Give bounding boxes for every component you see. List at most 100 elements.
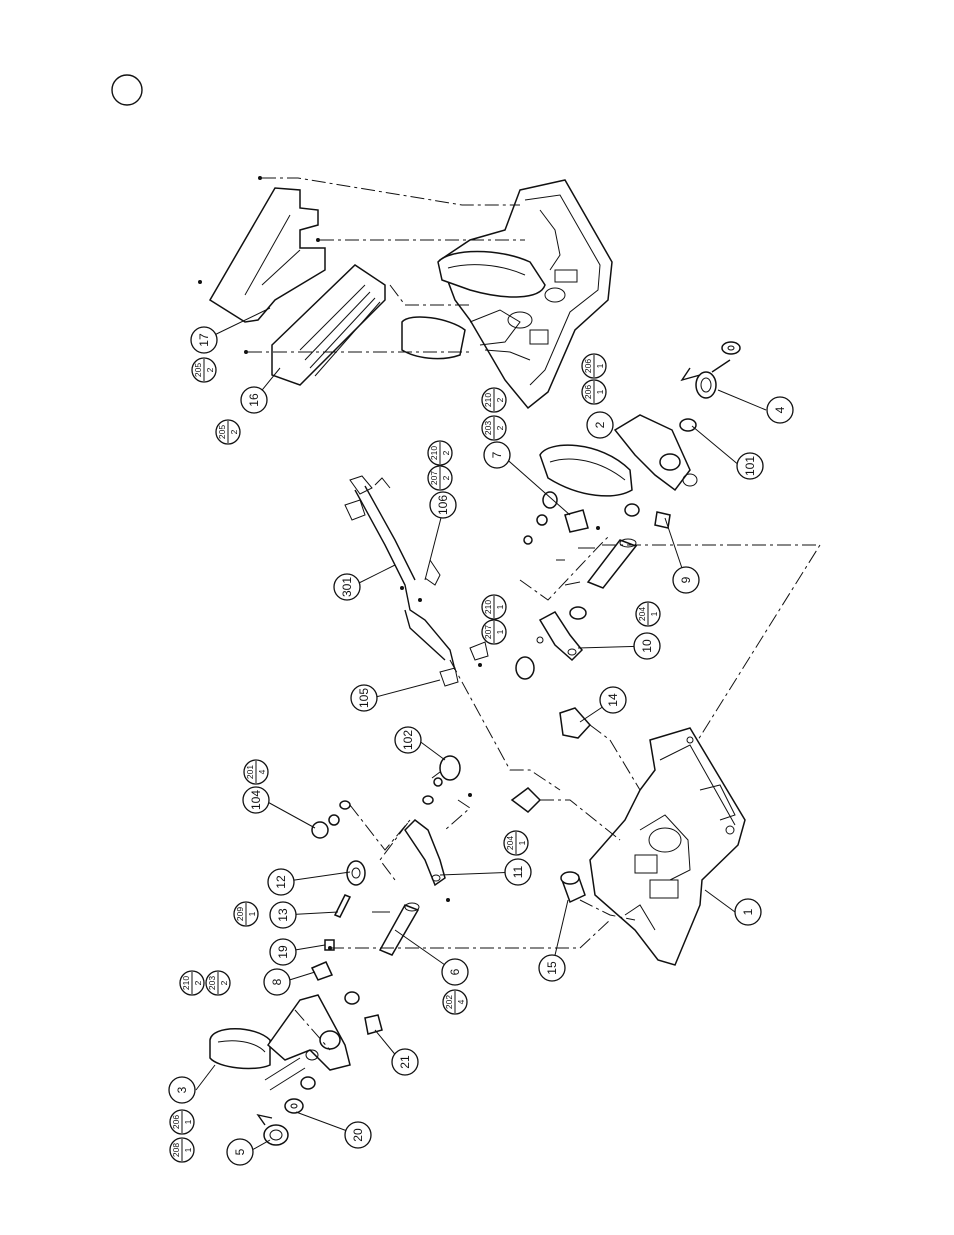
corner-marker [112, 75, 142, 105]
svg-text:8: 8 [270, 978, 284, 985]
svg-text:204: 204 [637, 607, 647, 621]
fastener-203-qty-b: 2032 [206, 971, 230, 995]
callout-4: 4 [767, 397, 793, 423]
fastener-204-qty-b: 2041 [504, 831, 528, 855]
svg-text:9: 9 [679, 576, 693, 583]
callout-21: 21 [392, 1049, 418, 1075]
svg-text:208: 208 [171, 1143, 181, 1157]
svg-text:2: 2 [193, 980, 203, 985]
svg-text:1: 1 [183, 1119, 193, 1124]
svg-text:1: 1 [517, 840, 527, 845]
callout-2: 2 [587, 412, 613, 438]
svg-text:205: 205 [217, 425, 227, 439]
svg-text:206: 206 [583, 385, 593, 399]
callout-101: 101 [737, 453, 763, 479]
callout-10: 10 [634, 633, 660, 659]
svg-text:201: 201 [245, 765, 255, 779]
svg-text:203: 203 [207, 976, 217, 990]
callout-17: 17 [191, 327, 217, 353]
svg-text:2: 2 [441, 475, 451, 480]
callout-13: 13 [270, 902, 296, 928]
svg-text:1: 1 [495, 604, 505, 609]
callout-15: 15 [539, 955, 565, 981]
callout-11: 11 [505, 859, 531, 885]
svg-text:3: 3 [175, 1086, 189, 1093]
svg-text:2: 2 [229, 429, 239, 434]
base-plate-assembly [512, 708, 745, 965]
svg-text:19: 19 [276, 945, 290, 959]
svg-text:1: 1 [741, 908, 755, 915]
svg-text:210: 210 [483, 600, 493, 614]
svg-text:203: 203 [483, 421, 493, 435]
svg-text:210: 210 [429, 446, 439, 460]
svg-text:12: 12 [274, 875, 288, 889]
svg-text:206: 206 [171, 1115, 181, 1129]
svg-text:2: 2 [495, 425, 505, 430]
svg-text:13: 13 [276, 908, 290, 922]
svg-text:104: 104 [249, 790, 263, 810]
svg-text:207: 207 [483, 625, 493, 639]
svg-text:2: 2 [219, 980, 229, 985]
svg-text:209: 209 [235, 907, 245, 921]
svg-text:16: 16 [247, 393, 261, 407]
svg-text:301: 301 [340, 577, 354, 597]
callout-9: 9 [673, 567, 699, 593]
svg-text:2: 2 [205, 367, 215, 372]
callout-8: 8 [264, 969, 290, 995]
svg-text:105: 105 [357, 688, 371, 708]
callout-106: 106 [430, 492, 456, 518]
callout-3: 3 [169, 1077, 195, 1103]
callout-105: 105 [351, 685, 377, 711]
svg-text:4: 4 [257, 769, 267, 774]
svg-text:202: 202 [444, 995, 454, 1009]
svg-text:210: 210 [181, 976, 191, 990]
svg-text:5: 5 [233, 1148, 247, 1155]
svg-text:210: 210 [483, 393, 493, 407]
callout-6: 6 [442, 959, 468, 985]
svg-text:7: 7 [490, 451, 504, 458]
callout-14: 14 [600, 687, 626, 713]
svg-text:14: 14 [606, 693, 620, 707]
svg-text:207: 207 [429, 471, 439, 485]
svg-text:15: 15 [545, 961, 559, 975]
svg-text:102: 102 [401, 730, 415, 750]
svg-text:204: 204 [505, 836, 515, 850]
svg-text:1: 1 [649, 611, 659, 616]
svg-text:1: 1 [247, 911, 257, 916]
callout-20: 20 [345, 1122, 371, 1148]
fastener-207-qty-b: 2071 [482, 620, 506, 644]
callout-301: 301 [334, 574, 360, 600]
svg-text:21: 21 [398, 1055, 412, 1069]
callout-19: 19 [270, 939, 296, 965]
svg-text:6: 6 [448, 968, 462, 975]
callout-1: 1 [735, 899, 761, 925]
callout-12: 12 [268, 869, 294, 895]
svg-text:10: 10 [640, 639, 654, 653]
leader-lines [196, 308, 766, 1150]
svg-text:206: 206 [583, 359, 593, 373]
callout-104: 104 [243, 787, 269, 813]
pedal-box-assembly [198, 176, 612, 408]
svg-text:4: 4 [773, 406, 787, 413]
svg-text:11: 11 [511, 865, 525, 878]
callout-7: 7 [484, 442, 510, 468]
svg-text:1: 1 [183, 1147, 193, 1152]
svg-text:205: 205 [193, 363, 203, 377]
svg-text:1: 1 [595, 389, 605, 394]
svg-text:106: 106 [436, 495, 450, 515]
svg-text:2: 2 [441, 450, 451, 455]
callout-16: 16 [241, 387, 267, 413]
